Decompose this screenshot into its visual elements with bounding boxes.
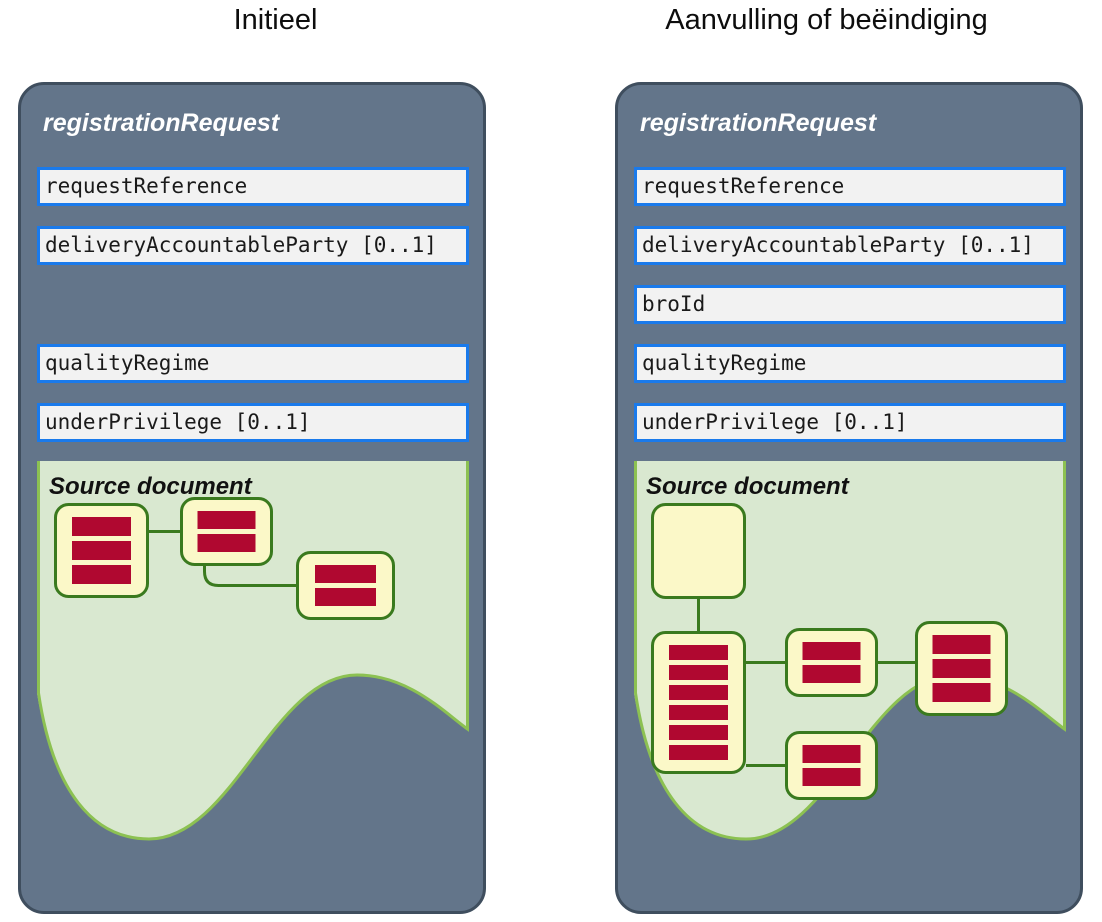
node-a[interactable] [54, 503, 149, 598]
field-underPrivilege[interactable]: underPrivilege [0..1] [37, 403, 469, 442]
field-deliveryAccountableParty[interactable]: deliveryAccountableParty [0..1] [634, 226, 1066, 265]
node-main-bar-2 [669, 665, 728, 680]
column-aanvulling: Aanvulling of beëindiging registrationReq… [551, 0, 1102, 922]
source-document-outline [37, 461, 469, 841]
node-main-bar-5 [669, 725, 728, 740]
card-title-right: registrationRequest [640, 109, 877, 137]
node-mid[interactable] [785, 628, 878, 697]
field-underPrivilege[interactable]: underPrivilege [0..1] [634, 403, 1066, 442]
node-bottom[interactable] [785, 731, 878, 800]
column-title-right: Aanvulling of beëindiging [665, 4, 988, 36]
field-deliveryAccountableParty[interactable]: deliveryAccountableParty [0..1] [37, 226, 469, 265]
node-top[interactable] [651, 503, 746, 599]
node-a-bar-2 [72, 541, 131, 560]
node-main-bar-1 [669, 645, 728, 660]
node-connector-2 [203, 566, 296, 587]
node-mid-bar-1 [802, 642, 861, 660]
node-main[interactable] [651, 631, 746, 774]
source-document-title-left: Source document [49, 473, 252, 500]
node-top-box [651, 503, 746, 599]
column-title-left: Initieel [233, 4, 318, 36]
node-a-bar-1 [72, 517, 131, 536]
source-document-node-graph [54, 497, 395, 620]
node-mid-bar-2 [802, 665, 861, 683]
field-requestReference[interactable]: requestReference [634, 167, 1066, 206]
node-main-bar-4 [669, 705, 728, 720]
node-main-bar-6 [669, 745, 728, 760]
node-bottom-bar-2 [802, 768, 861, 786]
registration-request-card-right: registrationRequest requestReference deliv… [615, 82, 1083, 914]
node-c-bar-1 [315, 565, 376, 583]
node-right-bar-2 [932, 659, 991, 678]
node-b[interactable] [180, 497, 273, 566]
registration-request-card-left: registrationRequest requestReference deliv… [18, 82, 486, 914]
source-document-left: Source document [37, 461, 469, 911]
node-b-box [180, 497, 273, 566]
node-right-bar-3 [932, 683, 991, 702]
node-mid-box [785, 628, 878, 697]
node-bottom-bar-1 [802, 745, 861, 763]
node-c[interactable] [296, 551, 395, 620]
node-right[interactable] [915, 621, 1008, 716]
node-b-bar-2 [197, 534, 256, 552]
field-qualityRegime[interactable]: qualityRegime [634, 344, 1066, 383]
field-requestReference[interactable]: requestReference [37, 167, 469, 206]
node-a-bar-3 [72, 565, 131, 584]
node-right-bar-1 [932, 635, 991, 654]
node-main-bar-3 [669, 685, 728, 700]
node-c-bar-2 [315, 588, 376, 606]
node-bottom-box [785, 731, 878, 800]
source-document-node-graph [651, 503, 1008, 800]
field-qualityRegime[interactable]: qualityRegime [37, 344, 469, 383]
card-title-left: registrationRequest [43, 109, 280, 137]
field-broId[interactable]: broId [634, 285, 1066, 324]
column-initieel: Initieel registrationRequest requestRefere… [18, 4, 486, 914]
node-b-bar-1 [197, 511, 256, 529]
source-document-title-right: Source document [646, 473, 849, 500]
source-document-right: Source document [634, 461, 1066, 911]
node-c-box [296, 551, 395, 620]
